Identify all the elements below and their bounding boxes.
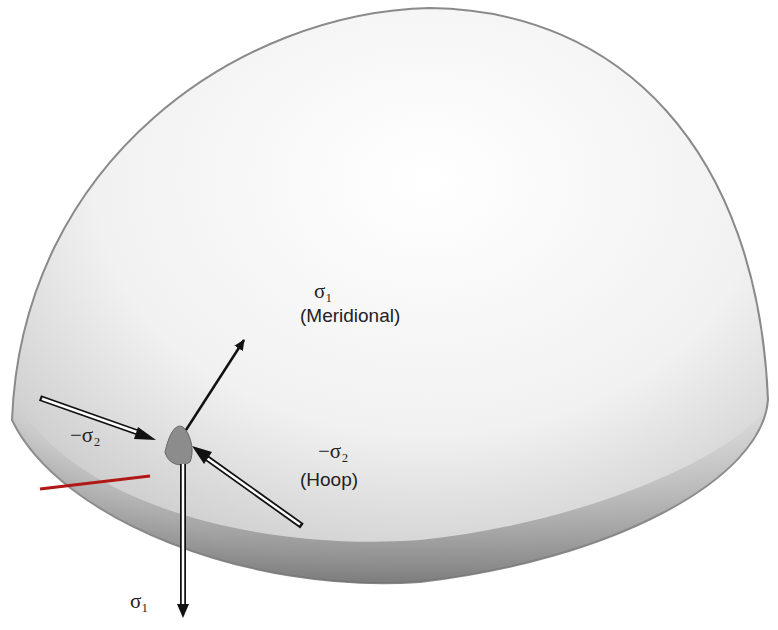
stress-symbol: −σ₂ <box>70 424 101 447</box>
meridional-arrow-down-fill <box>182 464 185 604</box>
meridional-arrow-down-head <box>177 604 189 618</box>
hoop-arrow-right-head <box>192 446 212 464</box>
direction-label: (Meridional) <box>300 306 400 327</box>
stress-symbol: σ₁ <box>314 280 333 303</box>
meridional-arrow <box>186 340 244 430</box>
stress-symbol: −σ₂ <box>318 440 349 463</box>
direction-label: (Hoop) <box>300 470 358 491</box>
stress-element <box>165 426 192 465</box>
hoop-arrow-left-head <box>134 427 156 440</box>
hoop-arrow-right-outline <box>204 456 302 526</box>
hoop-arrow-right-fill <box>206 457 300 524</box>
red-pointer <box>40 476 150 489</box>
meridional-arrow-down-outline <box>180 464 186 608</box>
dome-shell <box>12 8 768 583</box>
stress-symbol: σ₁ <box>130 590 149 613</box>
